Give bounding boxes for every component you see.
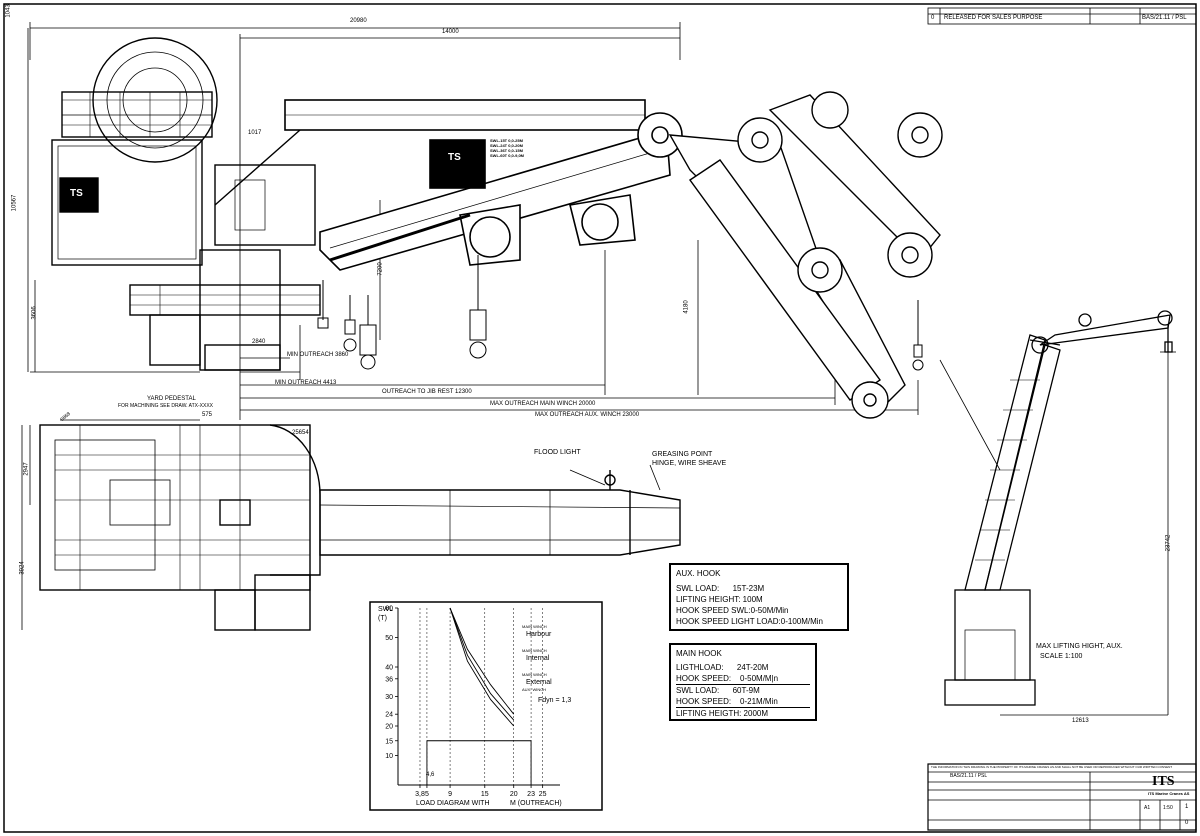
series-label-0: Harbour <box>526 631 552 638</box>
y-tick-label: 60 <box>385 606 393 613</box>
dim-top-total: 20980 <box>350 18 367 24</box>
series-label-2: External <box>526 679 552 686</box>
callout-flood-light: FLOOD LIGHT <box>534 449 581 456</box>
title-block-scale: 1:50 <box>1163 805 1173 811</box>
x-tick-label: 5 <box>425 791 429 798</box>
title-block-company: ITS <box>1152 774 1175 789</box>
series-tag-3: AUX. WINCH <box>522 687 546 692</box>
series-line-0 <box>449 607 515 715</box>
y-tick-label: 50 <box>385 635 393 642</box>
y-tick-label: 20 <box>385 724 393 731</box>
aux-hook-title: AUX. HOOK <box>676 569 721 578</box>
dim-height-aux: 23742 <box>1165 534 1172 552</box>
dim-pedestal-height: 3606 <box>31 306 38 320</box>
series-line-2 <box>449 607 515 727</box>
dim-top-boom: 14000 <box>442 29 459 35</box>
chart-point-label: 4,6 <box>426 772 435 778</box>
x-tick-label: 23 <box>527 791 535 798</box>
main-hook-spec: MAIN HOOK LIGTHLOAD: 24T-20M HOOK SPEED:… <box>669 643 817 721</box>
callout-greasing: GREASING POINT HINGE, WIRE SHEAVE <box>652 451 727 467</box>
title-block-format: A1 <box>1144 805 1151 811</box>
y-tick-label: 24 <box>385 712 393 719</box>
logo-house: TS <box>70 188 83 199</box>
y-tick-label: 10 <box>385 753 393 760</box>
dim-hook-drop2: 4180 <box>683 300 690 314</box>
dim-2947: 2947 <box>23 462 30 476</box>
title-block-drawn: BAS/21.11 / PSL <box>950 773 988 779</box>
revision-approved: BAS/21.11 / PSL <box>1142 15 1187 21</box>
callout-pedestal-note: FOR MACHINING SEE DRAW. ATX-XXXX <box>118 403 214 409</box>
dim-575: 575 <box>202 412 213 418</box>
main-hook-title: MAIN HOOK <box>676 649 722 658</box>
y-tick-label: 30 <box>385 694 393 701</box>
series-tag-2: MAIN WINCH <box>522 672 547 677</box>
series-line-1 <box>449 607 515 721</box>
y-tick-label: 36 <box>385 676 393 683</box>
boom-plate: SWL-15T 0,0-25M SWL-24T 0,0-20M SWL-36T … <box>490 138 525 158</box>
dim-boom: 1017 <box>248 130 262 136</box>
logo-boom: TS <box>448 152 461 163</box>
series-line-3 <box>426 740 532 785</box>
max-outreach-aux: MAX OUTREACH AUX. WINCH 23000 <box>535 412 640 418</box>
y-tick-label: 40 <box>385 665 393 672</box>
title-block-sub: ITS Marine Cranes AS <box>1148 791 1190 796</box>
x-tick-label: 3,8 <box>415 791 425 798</box>
chart-ylabel: SWL (T) <box>378 606 393 622</box>
x-tick-label: 9 <box>448 791 452 798</box>
revision-rev: 0 <box>931 15 935 21</box>
callout-yard-pedestal: YARD PEDESTAL <box>147 396 196 402</box>
dim-height-small: 1043 <box>5 4 12 18</box>
title-block-sheet: 1 <box>1185 804 1189 810</box>
aux-hook-spec: AUX. HOOK SWL LOAD: 15T-23M LIFTING HEIG… <box>669 563 849 631</box>
min-outreach-2: MIN OUTREACH 4413 <box>275 380 337 386</box>
dim-2840: 2840 <box>252 339 266 345</box>
outreach-jib-rest: OUTREACH TO JIB REST 12300 <box>382 389 472 395</box>
dim-3924: 3924 <box>19 561 26 575</box>
dim-height-total: 10567 <box>11 194 18 212</box>
series-tag-0: MAIN WINCH <box>522 624 547 629</box>
chart-xlabel: M (OUTREACH) <box>510 800 562 807</box>
series-tag-1: MAIN WINCH <box>522 648 547 653</box>
y-tick-label: 15 <box>385 738 393 745</box>
max-outreach-main: MAX OUTREACH MAIN WINCH 20000 <box>490 401 596 407</box>
x-tick-label: 25 <box>539 791 547 798</box>
x-tick-label: 15 <box>481 791 489 798</box>
callout-max-lifting: MAX LIFTING HIGHT, AUX. SCALE 1:100 <box>1036 643 1123 660</box>
title-block-confidential: THE INFORMATION IN THIS DRAWING IS THE P… <box>931 765 1173 769</box>
dim-25654: 25654 <box>292 430 309 436</box>
x-tick-label: 20 <box>510 791 518 798</box>
dim-width-aux: 12613 <box>1072 718 1089 724</box>
revision-description: RELEASED FOR SALES PURPOSE <box>944 15 1043 21</box>
title-block-rev: 0 <box>1185 820 1189 826</box>
dim-hook-drop: 7200 <box>377 262 384 276</box>
chart-fdyn: Fdyn = 1,3 <box>538 697 572 704</box>
min-outreach-1: MIN OUTREACH 3860 <box>287 352 349 358</box>
chart-title: LOAD DIAGRAM WITH <box>416 800 490 807</box>
series-label-1: Internal <box>526 655 550 662</box>
